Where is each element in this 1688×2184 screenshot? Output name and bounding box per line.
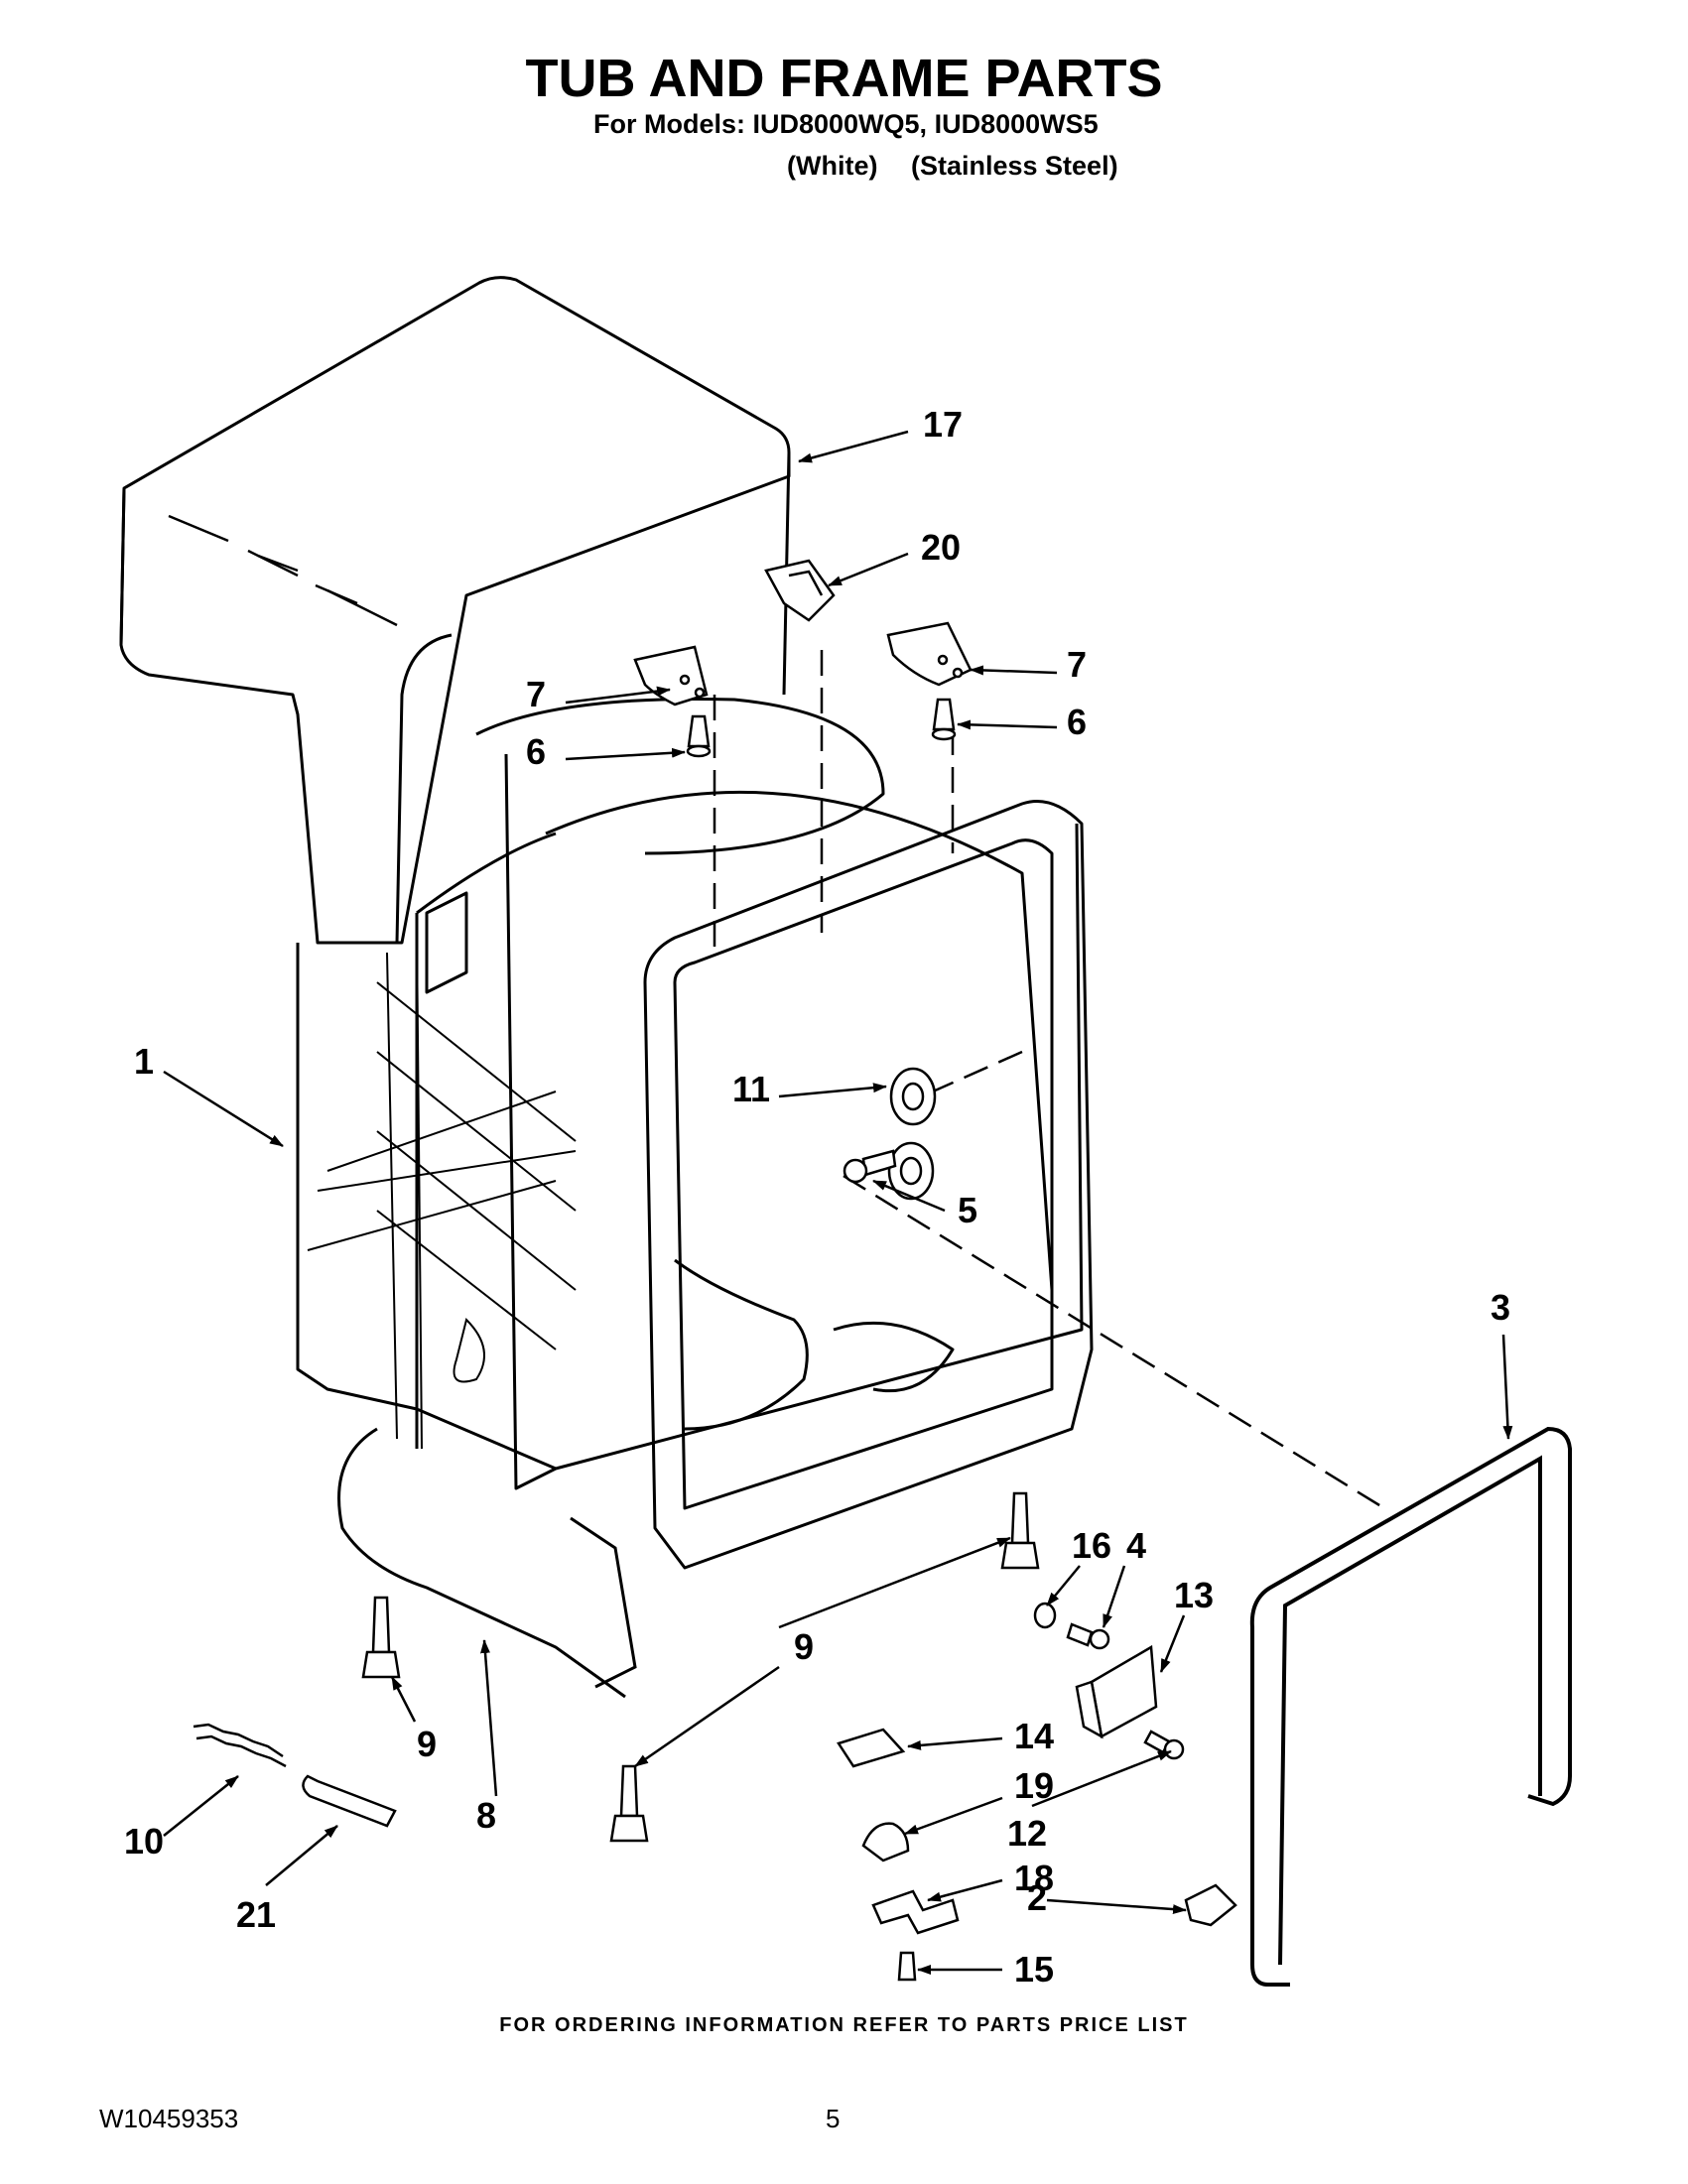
callout-20: 20 [921, 527, 961, 568]
cap-part-19 [861, 1822, 910, 1863]
callout-21: 21 [236, 1894, 276, 1935]
screw-part-6-left [686, 714, 712, 758]
callout-15: 15 [1014, 1949, 1054, 1990]
clip-part-20 [764, 559, 836, 622]
alignment-lines [713, 650, 1385, 1510]
label-part-14 [837, 1728, 906, 1768]
washer-part-16 [1033, 1602, 1057, 1629]
callout-17: 17 [923, 404, 963, 445]
variant-white: (White) [787, 151, 878, 181]
callout-5: 5 [958, 1190, 977, 1230]
rail-part-8 [337, 1427, 637, 1699]
callout-10: 10 [124, 1821, 164, 1862]
callout-7-left: 7 [526, 674, 546, 714]
insulation-blanket [119, 276, 791, 945]
screw-part-6-right [931, 698, 957, 741]
ordering-note: FOR ORDERING INFORMATION REFER TO PARTS … [499, 2014, 1189, 2036]
variant-stainless: (Stainless Steel) [910, 151, 1118, 181]
clip-part-2 [1184, 1883, 1237, 1927]
callout-6-right: 6 [1067, 702, 1087, 742]
callout-2: 2 [1027, 1877, 1047, 1918]
callout-labels: 17 20 7 7 6 6 1 11 5 3 16 4 13 9 14 9 19… [124, 404, 1510, 1990]
screw-part-15 [897, 1951, 917, 1982]
document-number: W10459353 [99, 2104, 239, 2133]
pad-part-21 [302, 1774, 397, 1828]
leveling-leg-front-right [609, 1764, 649, 1843]
callout-13: 13 [1174, 1575, 1214, 1615]
callout-14: 14 [1014, 1716, 1054, 1756]
leader-arrows [163, 430, 1513, 1975]
callout-4: 4 [1126, 1525, 1146, 1566]
leveling-leg-front-left [361, 1596, 401, 1679]
callout-19: 19 [1014, 1765, 1054, 1806]
callout-6-left: 6 [526, 731, 546, 772]
callout-11: 11 [732, 1069, 770, 1109]
callout-3: 3 [1491, 1287, 1510, 1328]
callout-9-right: 9 [794, 1626, 814, 1667]
model-variants: (White) (Stainless Steel) [787, 151, 1118, 182]
callout-8: 8 [476, 1795, 496, 1836]
page-title: TUB AND FRAME PARTS [525, 49, 1163, 108]
callout-1: 1 [134, 1041, 154, 1082]
leveling-leg-rear [1000, 1491, 1040, 1570]
grommets-part-11 [887, 1067, 937, 1201]
mounting-bracket-left [633, 645, 709, 707]
callout-12: 12 [1007, 1813, 1047, 1854]
door-gasket [1249, 1426, 1572, 1987]
callout-16: 16 [1072, 1525, 1111, 1566]
page-number: 5 [826, 2104, 841, 2133]
mounting-bracket-right [886, 621, 973, 687]
callout-7-right: 7 [1067, 644, 1087, 685]
dishwasher-tub [296, 697, 1094, 1570]
callout-18: 18 [1014, 1858, 1054, 1898]
screw-part-5 [843, 1149, 897, 1184]
screw-part-4 [1066, 1622, 1110, 1650]
spring-part-10 [193, 1723, 287, 1768]
bracket-part-13 [1075, 1644, 1158, 1739]
tub-side-framing [307, 932, 577, 1450]
clamp-part-18 [871, 1889, 960, 1935]
models-line: For Models: IUD8000WQ5, IUD8000WS5 [593, 109, 1099, 139]
callout-9-left: 9 [417, 1724, 437, 1764]
